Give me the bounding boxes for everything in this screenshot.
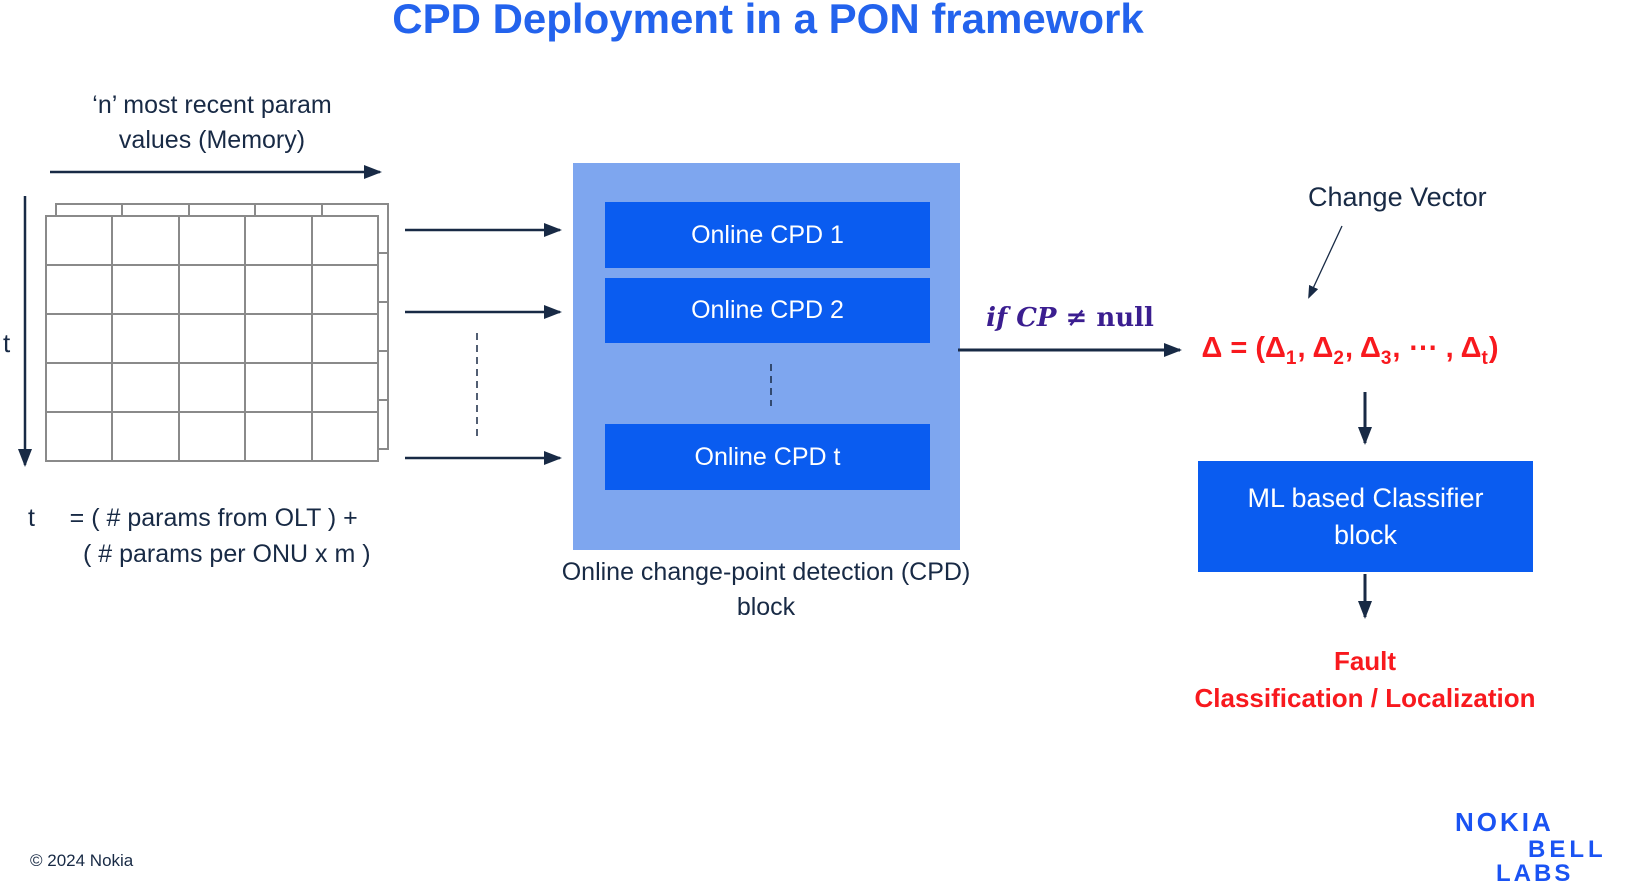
memory-grid-cell [46, 265, 113, 314]
memory-grid-cell [311, 314, 378, 363]
cpd-block-caption: Online change-point detection (CPD) bloc… [535, 555, 997, 625]
memory-grid-cell [178, 363, 246, 412]
fault-line1: Fault [1333, 646, 1397, 676]
memory-grid-cell [178, 216, 246, 265]
memory-grid-cell [311, 216, 378, 265]
bell-logo-text: BELL [1528, 836, 1607, 863]
memory-grid-cell [311, 363, 378, 412]
memory-grid-cell [46, 412, 113, 461]
condition-italic-text: if CP [986, 303, 1066, 333]
memory-grid-cell [245, 216, 312, 265]
t-definition: t = ( # params from OLT ) + ( # params p… [28, 500, 371, 572]
memory-grid-cell [46, 363, 113, 412]
ml-classifier-line1: ML based Classifier [1247, 482, 1484, 513]
labs-logo-text: LABS [1496, 860, 1574, 887]
memory-grid-cell [112, 314, 179, 363]
condition-rest-text: ≠ null [1065, 303, 1154, 333]
t-definition-line1: t = ( # params from OLT ) + [28, 504, 358, 532]
memory-grid-cell [178, 314, 246, 363]
memory-grid-cell [112, 363, 179, 412]
memory-grid-cell [178, 412, 246, 461]
memory-grid-cell [112, 216, 179, 265]
change-vector-pointer-arrow [1308, 225, 1343, 299]
online-cpd-2-box: Online CPD 2 [605, 278, 930, 343]
memory-grid-front [45, 215, 379, 462]
memory-grid-cell [178, 265, 246, 314]
nokia-logo-text: NOKIA [1455, 807, 1554, 837]
cpd-block: Online CPD 1 Online CPD 2 Online CPD t [573, 163, 960, 550]
copyright-text: © 2024 Nokia [30, 851, 134, 870]
memory-grid-cell [245, 265, 312, 314]
delta-vector-formula: Δ = (Δ1, Δ2, Δ3, ⋯ , Δt) [1201, 332, 1499, 369]
fault-output-label: Fault Classification / Localization [1130, 643, 1600, 717]
online-cpd-t-box: Online CPD t [605, 424, 930, 490]
memory-grid-cell [245, 412, 312, 461]
memory-grid-cell [112, 412, 179, 461]
change-vector-label: Change Vector [1308, 182, 1487, 212]
memory-grid-cell [245, 363, 312, 412]
memory-grid-cell [311, 265, 378, 314]
memory-grid-cell [245, 314, 312, 363]
t-axis-label: t [3, 328, 11, 358]
memory-grid-cell [46, 314, 113, 363]
t-definition-line2: ( # params per ONU x m ) [83, 540, 371, 568]
memory-grid-cell [46, 216, 113, 265]
memory-grid-cell [311, 412, 378, 461]
ml-classifier-block: ML based Classifier block [1198, 461, 1533, 572]
memory-label: ‘n’ most recent param values (Memory) [92, 91, 332, 154]
online-cpd-1-box: Online CPD 1 [605, 202, 930, 268]
condition-label: if CP ≠ null [950, 303, 1190, 333]
fault-line2: Classification / Localization [1194, 683, 1536, 713]
slide-title: CPD Deployment in a PON framework [392, 0, 1144, 42]
cpd-caption-line2: block [736, 593, 796, 621]
cpd-caption-line1: Online change-point detection (CPD) [561, 558, 971, 586]
ml-classifier-line2: block [1333, 519, 1398, 550]
memory-grid-cell [112, 265, 179, 314]
